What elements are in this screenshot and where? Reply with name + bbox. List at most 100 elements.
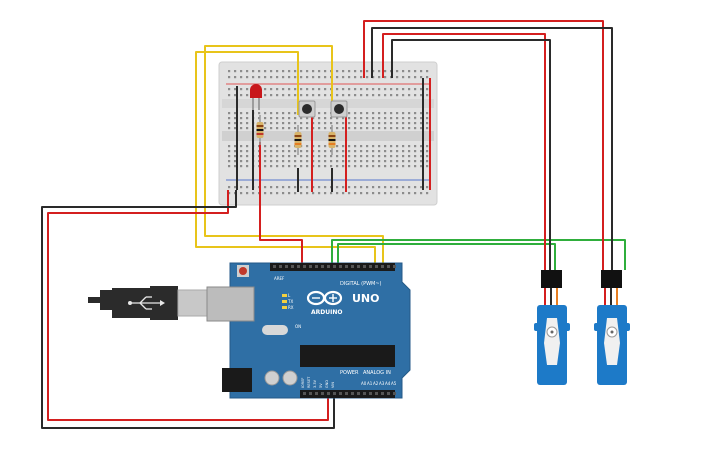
breadboard-hole (402, 150, 405, 153)
header-pin (303, 392, 306, 395)
breadboard-hole (276, 76, 279, 79)
breadboard-center-channel (222, 99, 434, 108)
breadboard-hole (396, 186, 399, 189)
breadboard-hole (342, 117, 345, 120)
breadboard-hole (300, 127, 303, 130)
breadboard-hole (372, 155, 375, 158)
breadboard-hole (324, 145, 327, 148)
breadboard-hole (234, 145, 237, 148)
breadboard-hole (294, 112, 297, 115)
breadboard-hole (234, 70, 237, 73)
breadboard-hole (258, 70, 261, 73)
analog-label: ANALOG IN (363, 370, 391, 376)
breadboard-hole (234, 112, 237, 115)
breadboard-hole (282, 186, 285, 189)
breadboard-hole (348, 127, 351, 130)
breadboard-hole (324, 112, 327, 115)
header-pin (393, 265, 396, 268)
breadboard-hole (234, 76, 237, 79)
header-pin (279, 265, 282, 268)
breadboard-hole (264, 165, 267, 168)
breadboard-hole (390, 150, 393, 153)
breadboard-hole (342, 150, 345, 153)
breadboard-hole (312, 76, 315, 79)
pushbutton-1-cap (302, 104, 312, 114)
breadboard-hole (414, 127, 417, 130)
breadboard-hole (312, 117, 315, 120)
breadboard-hole (384, 127, 387, 130)
breadboard-hole (372, 76, 375, 79)
breadboard-hole (276, 145, 279, 148)
breadboard-hole (294, 155, 297, 158)
header-pin (273, 265, 276, 268)
breadboard-hole (240, 122, 243, 125)
breadboard-hole (420, 186, 423, 189)
breadboard-hole (372, 186, 375, 189)
breadboard-hole (282, 127, 285, 130)
breadboard-hole (330, 117, 333, 120)
breadboard-hole (348, 112, 351, 115)
breadboard-hole (420, 192, 423, 195)
breadboard-hole (354, 112, 357, 115)
breadboard-hole (366, 94, 369, 97)
breadboard-hole (348, 186, 351, 189)
capacitor-2 (282, 370, 298, 386)
breadboard-hole (348, 145, 351, 148)
breadboard-hole (312, 127, 315, 130)
breadboard-hole (300, 122, 303, 125)
breadboard-hole (318, 145, 321, 148)
breadboard-hole (324, 155, 327, 158)
breadboard-hole (360, 160, 363, 163)
breadboard-hole (426, 155, 429, 158)
breadboard-hole (426, 186, 429, 189)
breadboard-hole (414, 150, 417, 153)
breadboard-hole (420, 160, 423, 163)
breadboard-hole (270, 145, 273, 148)
breadboard-hole (288, 150, 291, 153)
breadboard-hole (378, 122, 381, 125)
breadboard-hole (420, 76, 423, 79)
breadboard-hole (306, 88, 309, 91)
breadboard-hole (354, 150, 357, 153)
breadboard-hole (318, 76, 321, 79)
header-pin (333, 392, 336, 395)
header-pin (393, 392, 396, 395)
breadboard-hole (276, 88, 279, 91)
breadboard-hole (240, 155, 243, 158)
header-pin (327, 392, 330, 395)
breadboard-hole (414, 160, 417, 163)
breadboard-hole (396, 112, 399, 115)
breadboard-hole (282, 165, 285, 168)
breadboard-hole (270, 117, 273, 120)
breadboard-hole (408, 112, 411, 115)
breadboard-hole (396, 117, 399, 120)
breadboard-hole (378, 76, 381, 79)
breadboard-hole (240, 117, 243, 120)
breadboard-hole (330, 122, 333, 125)
resistor-2 (294, 125, 302, 155)
breadboard-hole (384, 76, 387, 79)
header-pin (345, 265, 348, 268)
breadboard-hole (318, 165, 321, 168)
a3-label: A3 (379, 381, 385, 386)
breadboard-hole (300, 94, 303, 97)
breadboard-hole (282, 94, 285, 97)
breadboard-hole (354, 88, 357, 91)
breadboard-hole (312, 165, 315, 168)
ioref-label: IOREF (301, 378, 305, 388)
breadboard-hole (348, 160, 351, 163)
breadboard-hole (384, 160, 387, 163)
breadboard-hole (372, 150, 375, 153)
servo-1-screw-icon (550, 330, 554, 334)
capacitor-1 (264, 370, 280, 386)
breadboard-hole (426, 70, 429, 73)
breadboard-hole (390, 145, 393, 148)
breadboard-hole (228, 192, 231, 195)
breadboard-hole (276, 186, 279, 189)
breadboard-hole (336, 70, 339, 73)
breadboard-hole (426, 112, 429, 115)
breadboard-hole (372, 112, 375, 115)
breadboard-hole (348, 122, 351, 125)
header-pin (369, 392, 372, 395)
breadboard-hole (336, 94, 339, 97)
